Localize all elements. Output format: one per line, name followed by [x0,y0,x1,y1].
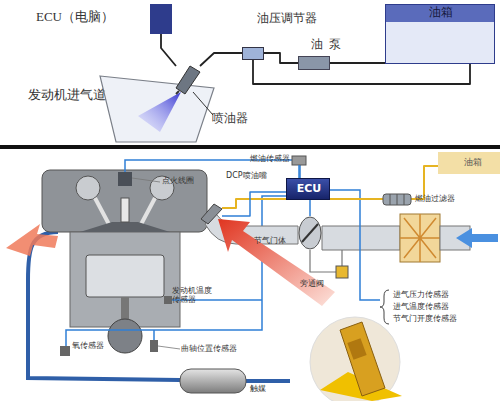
shape-part [299,217,321,249]
fuel-spray [138,92,181,132]
part-label: 发动机进气道 [28,88,106,103]
filter-mesh [400,214,440,262]
crankshaft [108,319,142,353]
component-shape: 节气门体 [298,216,322,250]
component-box: 油箱 [385,4,495,64]
node-text: 节气门体 [254,236,286,245]
node-text: 油箱 [464,157,482,167]
connector [222,199,383,208]
connector [264,53,298,63]
catalytic-converter [180,369,246,393]
part-label: 氧传感器 [72,341,104,350]
shape-outline [383,194,411,205]
camshaft [76,176,100,200]
part-label: 旁通阀 [300,279,324,288]
exhaust-pipe [28,232,180,380]
shape-part [176,91,179,94]
leader-line [193,92,213,115]
divider [0,145,500,149]
cylinder-head [42,170,207,232]
shape-part [201,204,222,224]
component-box: ECU（电脑） [150,4,172,34]
shape-part [383,194,411,205]
fuel-sensor [292,156,306,165]
spark-plug [121,198,129,222]
ignition-coil [118,172,132,186]
shape-part [390,194,404,205]
component-box: 油泵 [298,56,330,70]
shape-part [302,224,318,242]
shape-outline [200,204,222,224]
component-shape: 燃油过滤器 [383,194,411,205]
leader-line [158,346,180,349]
inset-injector [340,322,385,396]
shape-outline [176,66,200,94]
inset-injector-detail [347,338,366,360]
oxygen-sensor [60,346,70,356]
bypass-valve [336,266,348,278]
part-label: 曲轴位置传感器 [181,344,237,353]
intake-duct [100,76,214,142]
crank-sensor [150,340,158,352]
piston [86,255,164,297]
temperature-sensor [164,296,172,304]
connector [309,200,311,216]
connector [161,34,176,66]
part-label: 节气门开度传感器 [393,314,457,323]
connector [222,192,286,216]
bracket [380,290,389,324]
sensor-wire [298,165,300,178]
shape-outline [298,216,322,250]
part-label: 进气压力传感器 [393,290,449,299]
sensor-wire [66,196,286,346]
node-text: ECU（电脑） [36,10,114,25]
node-text: 燃油过滤器 [415,194,455,203]
part-label: 进气温度传感器 [393,302,449,311]
component-shape: 喷油器 [176,66,200,94]
exhaust-pipe [246,379,290,383]
node-text: ECU [287,183,331,196]
part-label: 点火线圈 [162,176,194,185]
combustion-chamber [80,222,170,232]
component-box: 油压调节器 [242,47,264,60]
part-label: 发动机温度传感器 [172,286,214,304]
component-shape: DCP喷油嘴 [200,204,222,224]
node-text: 油箱 [386,6,496,20]
connector [330,62,385,64]
air-flow-arrow [456,228,498,248]
component-box: ECU [286,178,330,200]
sensor-wire [330,190,380,300]
air-filter [400,214,440,262]
shape-part [176,66,200,94]
leader-line [132,178,160,182]
node-text: DCP喷油嘴 [226,171,267,180]
intake-pipe [322,226,400,250]
connector [200,53,242,66]
part-label: 燃油传感器 [250,154,290,163]
sensor-wire [153,330,155,340]
part-label: 触媒 [250,384,266,393]
node-text: 油泵 [311,38,347,52]
node-text: 油压调节器 [257,12,317,26]
component-box: 油箱 [438,152,500,174]
node-text: 喷油器 [212,112,248,126]
